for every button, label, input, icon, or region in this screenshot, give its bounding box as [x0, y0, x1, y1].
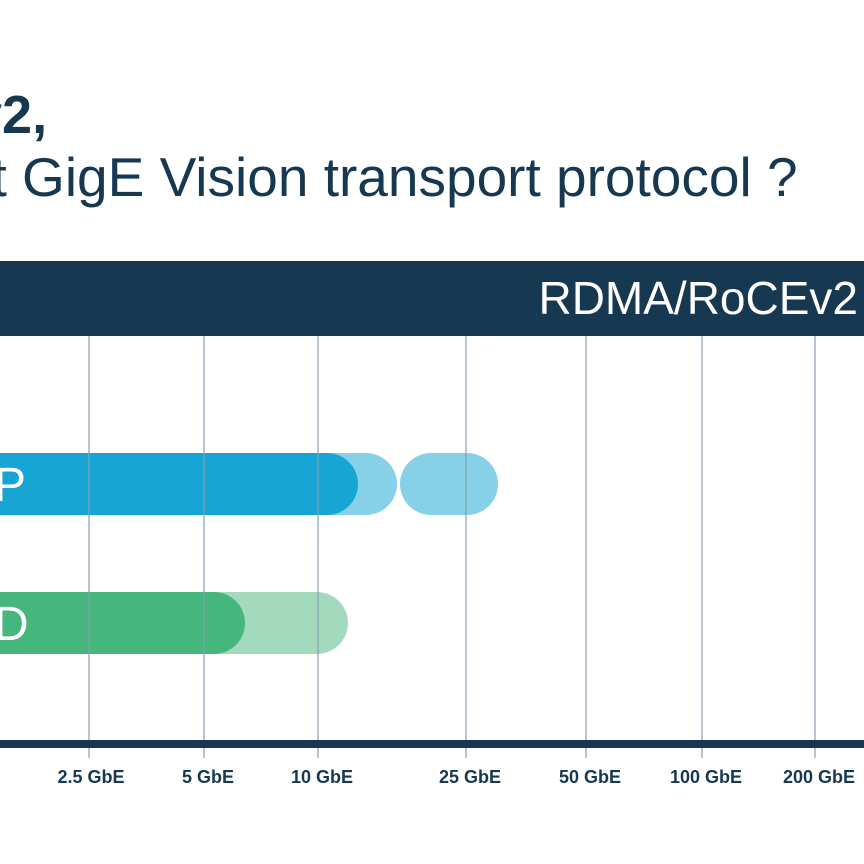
bar-label: D — [0, 598, 29, 651]
x-tick-label: 2.5 GbE — [57, 767, 124, 787]
bar-extension-light-far — [400, 453, 498, 515]
protocol-banner: RDMA/RoCEv2 — [0, 261, 864, 336]
x-tick-label: 25 GbE — [439, 767, 501, 787]
bar-solid — [0, 453, 358, 515]
bar-label: P — [0, 459, 26, 512]
x-tick-label: 100 GbE — [670, 767, 742, 787]
page-title-line-2: xt GigE Vision transport protocol ? — [0, 146, 798, 208]
banner-label: RDMA/RoCEv2 — [538, 272, 858, 324]
x-tick-label: 10 GbE — [291, 767, 353, 787]
bar-solid — [0, 592, 245, 654]
x-tick-label: 50 GbE — [559, 767, 621, 787]
x-tick-label: 200 GbE — [783, 767, 855, 787]
page-title-line-1: v2, — [0, 85, 48, 145]
x-tick-label: 5 GbE — [182, 767, 234, 787]
x-axis-line — [0, 740, 864, 748]
